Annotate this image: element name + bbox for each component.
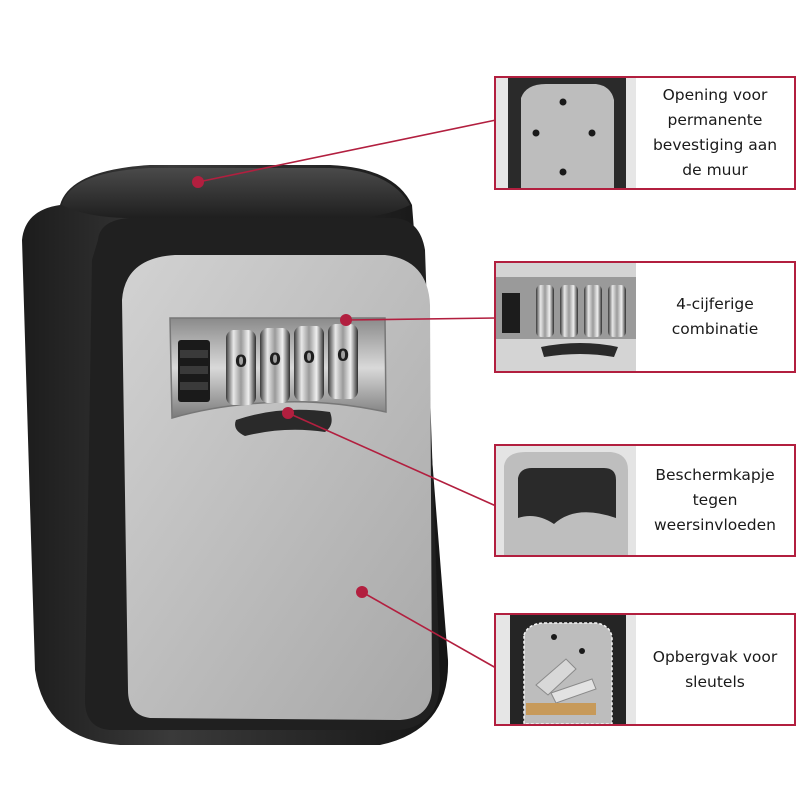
marker-dot-3 <box>282 407 294 419</box>
caption-line: Beschermkapje <box>655 466 775 484</box>
dial-2-digit: 0 <box>269 350 281 370</box>
dial-4-digit: 0 <box>337 346 349 366</box>
thumb-weather-cover <box>496 446 636 555</box>
callout-wall-mount: Opening voor permanente bevestiging aan … <box>494 76 796 190</box>
leader-line-3 <box>287 412 497 507</box>
dial-4 <box>328 324 358 399</box>
leader-line-4 <box>361 591 497 669</box>
leader-line-2 <box>345 317 497 321</box>
leader-lines <box>197 119 497 669</box>
thumb-wall-mount <box>496 78 636 188</box>
caption-line: permanente <box>667 111 763 129</box>
caption-weather-cover: Beschermkapje tegen weersinvloeden <box>636 446 794 555</box>
caption-key-storage: Opbergvak voor sleutels <box>636 615 794 724</box>
callout-weather-cover: Beschermkapje tegen weersinvloeden <box>494 444 796 557</box>
caption-line: Opbergvak voor <box>652 647 778 666</box>
dial-1 <box>226 330 256 405</box>
weather-cover <box>235 409 332 436</box>
dial-3-digit: 0 <box>303 348 315 368</box>
dial-1-digit: 0 <box>235 352 247 372</box>
marker-dot-4 <box>356 586 368 598</box>
thumb-combination <box>496 263 636 371</box>
leader-line-1 <box>197 119 497 183</box>
caption-line: combinatie <box>671 320 759 338</box>
caption-wall-mount: Opening voor permanente bevestiging aan … <box>636 78 794 188</box>
dial-3 <box>294 326 324 401</box>
caption-line: 4-cijferige <box>676 295 754 313</box>
dial-2 <box>260 328 290 403</box>
caption-line: sleutels <box>685 672 745 691</box>
callout-combination: 4-cijferige combinatie <box>494 261 796 373</box>
thumb-key-storage <box>496 615 636 724</box>
marker-dot-1 <box>192 176 204 188</box>
caption-line: de muur <box>682 161 748 179</box>
marker-dot-2 <box>340 314 352 326</box>
lockbox-top <box>62 168 410 219</box>
callout-key-storage: Opbergvak voor sleutels <box>494 613 796 726</box>
caption-combination: 4-cijferige combinatie <box>636 263 794 371</box>
caption-line: tegen <box>692 491 738 509</box>
caption-line: bevestiging aan <box>652 136 778 154</box>
combination-dials: 0 0 0 0 <box>226 324 358 405</box>
caption-line: weersinvloeden <box>653 516 777 534</box>
caption-line: Opening voor <box>662 86 768 104</box>
